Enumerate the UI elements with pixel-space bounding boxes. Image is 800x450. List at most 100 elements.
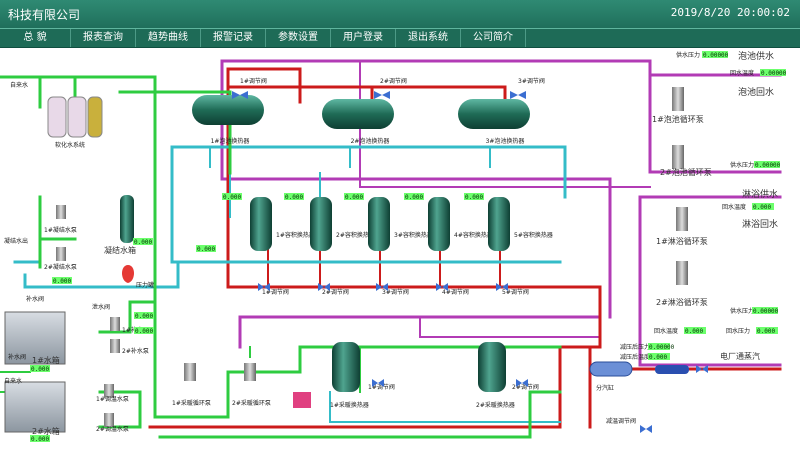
pressure-tank-label: 压力罐 <box>136 281 154 289</box>
volume-exchanger-3[interactable]: 3#容积换热器 <box>368 197 433 251</box>
desuperheat-valve-label: 减温调节阀 <box>606 417 636 425</box>
volume-exchanger-5[interactable]: 5#容积换热器 <box>488 197 553 251</box>
hvac-pump-2-label: 2#采暖循环泵 <box>232 399 271 407</box>
shower-supply-pressure-value: 0.00000 <box>753 308 779 315</box>
tap-water-label-2: 自来水 <box>4 377 22 385</box>
menu-parameter-settings[interactable]: 参数设置 <box>266 29 331 47</box>
pool-exchanger-1[interactable]: 1#泡池换热器 <box>192 95 264 145</box>
volume-exchanger-5-label: 5#容积换热器 <box>514 231 553 239</box>
menu-user-login[interactable]: 用户登录 <box>331 29 396 47</box>
volume-ex-1-temp: 0.000 <box>223 194 241 201</box>
pool-return-pressure-value: 0.00000 <box>755 162 781 169</box>
shower-pump-2-label: 2#淋浴循环泵 <box>656 297 708 307</box>
pool-exchanger-2[interactable]: 2#泡池换热器 <box>322 99 394 145</box>
menu-exit-system[interactable]: 退出系统 <box>396 29 461 47</box>
datetime-display: 2019/8/20 20:00:02 <box>670 6 790 19</box>
mix-pump-1-label: 1#调温水泵 <box>96 395 129 403</box>
pool-pump-1[interactable]: 1#泡池循环泵 <box>652 87 704 124</box>
drain-valve-label: 泄水阀 <box>92 303 110 311</box>
menu-overview[interactable]: 总 貌 <box>0 29 71 47</box>
volume-exchanger-1-label: 1#容积换热器 <box>276 231 315 239</box>
valve-icons <box>232 91 708 433</box>
volume-exchanger-4-label: 4#容积换热器 <box>454 231 493 239</box>
softener-system[interactable]: 软化水系统 <box>47 96 103 149</box>
shower-return-temp-label-2: 回水温度 <box>654 327 678 335</box>
shower-return-pressure-value: 0.000 <box>757 328 775 335</box>
pool-pump-1-label: 1#泡池循环泵 <box>652 114 704 124</box>
hvac-exchanger-1[interactable]: 1#采暖换热器 <box>330 342 369 409</box>
volume-valve-3-label: 3#调节阀 <box>382 288 409 296</box>
water-tank-2-label: 2#水箱 <box>32 426 60 436</box>
shower-pump-2[interactable]: 2#淋浴循环泵 <box>656 261 708 307</box>
pool-pump-2[interactable]: 2#泡池循环泵 <box>660 145 712 177</box>
mix-pump-2[interactable]: 2#调温水泵 <box>96 413 129 433</box>
menu-report-query[interactable]: 报表查询 <box>71 29 136 47</box>
mix-pump-1[interactable]: 1#调温水泵 <box>96 384 129 403</box>
menu-company-profile[interactable]: 公司简介 <box>461 29 526 47</box>
temp-after-value: 0.000 <box>649 354 667 361</box>
shower-return-pressure-label: 回水压力 <box>726 327 750 335</box>
condensate-pump-value: 0.000 <box>53 278 71 285</box>
pressure-tank[interactable]: 压力罐 <box>122 265 154 289</box>
volume-exchanger-3-label: 3#容积换热器 <box>394 231 433 239</box>
pool-valve-1-label: 1#调节阀 <box>240 77 267 85</box>
pool-supply-label: 泡池供水 <box>738 50 774 62</box>
volume-ex-4-temp: 0.000 <box>405 194 423 201</box>
hvac-exchanger-2[interactable]: 2#采暖换热器 <box>476 342 515 409</box>
steam-header[interactable]: 分汽缸 <box>589 361 633 392</box>
condensate-tank[interactable]: 凝结水箱 <box>104 195 136 255</box>
makeup-water-label: 补水阀 <box>26 295 44 303</box>
pressure-reducer[interactable] <box>655 365 689 374</box>
company-name: 科技有限公司 <box>8 8 81 22</box>
pool-exchanger-3[interactable]: 3#泡池换热器 <box>458 99 530 145</box>
hvac-valve-1-label: 1#调节阀 <box>368 383 395 391</box>
shower-pump-1[interactable]: 1#淋浴循环泵 <box>656 207 708 246</box>
hvac-pump-1[interactable]: 1#采暖循环泵 <box>172 363 211 407</box>
pool-pump-2-label: 2#泡池循环泵 <box>660 167 712 177</box>
pool-exchanger-2-label: 2#泡池换热器 <box>351 137 390 145</box>
main-menu: 总 貌 报表查询 趋势曲线 报警记录 参数设置 用户登录 退出系统 公司简介 <box>0 28 800 48</box>
pool-exchanger-1-label: 1#泡池换热器 <box>211 137 250 145</box>
pressure-after-label: 减压后压力 <box>620 343 650 351</box>
condensate-pump-2-label: 2#凝结水泵 <box>44 263 77 271</box>
shower-return-temp-value-2: 0.000 <box>685 328 703 335</box>
volume-exchanger-2[interactable]: 2#容积换热器 <box>310 197 375 251</box>
water-tank-2[interactable]: 2#水箱 <box>4 381 66 436</box>
pool-exchanger-3-label: 3#泡池换热器 <box>486 137 525 145</box>
makeup-pump-2[interactable]: 2#补水泵 <box>110 339 149 355</box>
volume-exchanger-1[interactable]: 1#容积换热器 <box>250 197 315 251</box>
volume-valve-5-label: 5#调节阀 <box>502 288 529 296</box>
dirt-separator[interactable] <box>293 392 311 408</box>
tank-2-level: 0.000 <box>31 436 49 443</box>
plant-steam-label: 电厂通蒸汽 <box>720 351 760 361</box>
water-tank-1[interactable]: 1#水箱 <box>4 311 66 365</box>
condensate-tank-label: 凝结水箱 <box>104 245 136 255</box>
condensate-pump-1-label: 1#凝结水泵 <box>44 226 77 234</box>
softener-label: 软化水系统 <box>55 141 85 149</box>
shower-supply-label: 淋浴供水 <box>742 188 778 200</box>
condensate-pump-1[interactable]: 1#凝结水泵 <box>44 205 77 234</box>
process-diagram: 1#泡池换热器 2#泡池换热器 3#泡池换热器 1#调节阀 2#调节阀 3#调节… <box>0 50 787 443</box>
menu-alarm-log[interactable]: 报警记录 <box>201 29 266 47</box>
pool-return-temp-label: 回水温度 <box>730 69 754 77</box>
condensate-pump-2[interactable]: 2#凝结水泵 <box>44 247 77 271</box>
shower-pump-1-label: 1#淋浴循环泵 <box>656 236 708 246</box>
pool-supply-pressure-value: 0.00000 <box>703 52 729 59</box>
water-tank-1-label: 1#水箱 <box>32 355 60 365</box>
hvac-valve-2-label: 2#调节阀 <box>512 383 539 391</box>
makeup-pump-2-label: 2#补水泵 <box>122 347 149 355</box>
tank-1-level: 0.000 <box>31 366 49 373</box>
volume-exchanger-2-label: 2#容积换热器 <box>336 231 375 239</box>
volume-ex-3-temp: 0.000 <box>345 194 363 201</box>
hvac-exchanger-1-label: 1#采暖换热器 <box>330 401 369 409</box>
menu-trend-curve[interactable]: 趋势曲线 <box>136 29 201 47</box>
volume-exchanger-4[interactable]: 4#容积换热器 <box>428 197 493 251</box>
volume-ex-2-temp: 0.000 <box>285 194 303 201</box>
hvac-pump-2[interactable]: 2#采暖循环泵 <box>232 363 271 407</box>
pool-valve-2-label: 2#调节阀 <box>380 77 407 85</box>
volume-ex-5-temp: 0.000 <box>465 194 483 201</box>
mix-pump-2-label: 2#调温水泵 <box>96 425 129 433</box>
tap-water-label-1: 自来水 <box>10 81 28 89</box>
pipe-network <box>0 59 782 439</box>
